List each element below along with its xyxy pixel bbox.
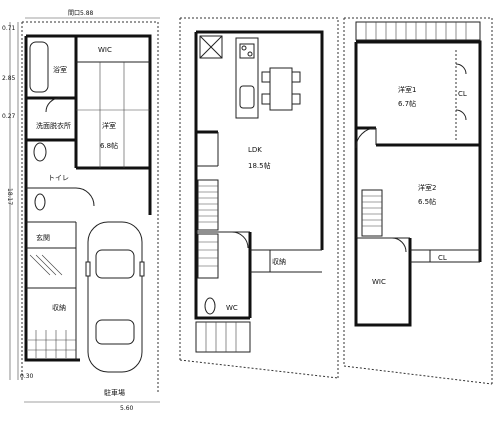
walk-in-closet-label: WIC: [372, 278, 386, 286]
bath-label: 浴室: [53, 65, 67, 74]
door-swing-icon: [45, 97, 61, 113]
floor1-bottom-left-dimension: 0.30: [20, 373, 34, 380]
door-swing-icon: [355, 127, 377, 149]
floor1-left-dimension-top: 0.71: [2, 25, 16, 32]
room-label: 洋室: [102, 121, 116, 130]
floor-1: 間口5.88 0.71 2.85 0.27 18.17: [2, 10, 160, 412]
bedroom2-size-label: 6.5帖: [418, 197, 436, 206]
floor-3: 洋室1 6.7帖 CL 洋室2 6.5帖 CL WIC: [343, 17, 493, 385]
stove-icon: [239, 43, 255, 59]
door-swing-icon: [231, 231, 249, 249]
bedroom1-label: 洋室1: [398, 85, 416, 94]
walk-in-closet-label: WIC: [98, 46, 112, 54]
floor-2: LDK 18.5帖 収納 WC: [179, 17, 339, 379]
balcony-grid: [195, 321, 251, 353]
room-size-label: 6.8帖: [100, 141, 118, 150]
bedroom2-label: 洋室2: [418, 183, 436, 192]
refrigerator-icon: [199, 35, 223, 59]
floor1-bottom-dimension: 5.60: [120, 405, 134, 412]
toilet-icon: [34, 193, 46, 211]
staircase-icon: [361, 189, 383, 237]
floor1-left-dimension-side: 18.17: [6, 188, 13, 205]
bedroom1-size-label: 6.7帖: [398, 99, 416, 108]
sink-icon: [239, 85, 255, 109]
dining-table-icon: [261, 67, 301, 111]
parking-label: 駐車場: [104, 388, 125, 397]
balcony-grid: [355, 21, 481, 41]
door-swing-icon: [75, 187, 95, 207]
ldk-label: LDK: [248, 146, 262, 154]
floor1-left-dimension-low: 0.27: [2, 113, 16, 120]
entrance-stair-hatch: [29, 254, 63, 276]
closet1-label: CL: [458, 90, 467, 98]
closet-door-icon: [455, 63, 467, 75]
closet-door-icon: [455, 109, 467, 121]
toilet-icon: [204, 297, 216, 315]
toilet-label: トイレ: [48, 174, 69, 182]
floor1-left-dimension-mid: 2.85: [2, 75, 16, 82]
car-icon: [85, 221, 145, 373]
storage-label: 収納: [52, 303, 66, 312]
closet2-label: CL: [438, 254, 447, 262]
floor1-top-dimension: 間口5.88: [68, 10, 94, 17]
ldk-size-label: 18.5帖: [248, 161, 271, 170]
bathtub-icon: [29, 41, 49, 93]
storage-grid: [28, 330, 76, 358]
entrance-label: 玄関: [36, 233, 50, 242]
door-swing-icon: [391, 237, 407, 253]
closet-label: 収納: [272, 257, 286, 266]
washroom-label: 洗面脱衣所: [36, 121, 71, 130]
wc-label: WC: [226, 304, 238, 312]
sink-icon: [33, 142, 47, 162]
staircase-icon: [197, 179, 219, 279]
